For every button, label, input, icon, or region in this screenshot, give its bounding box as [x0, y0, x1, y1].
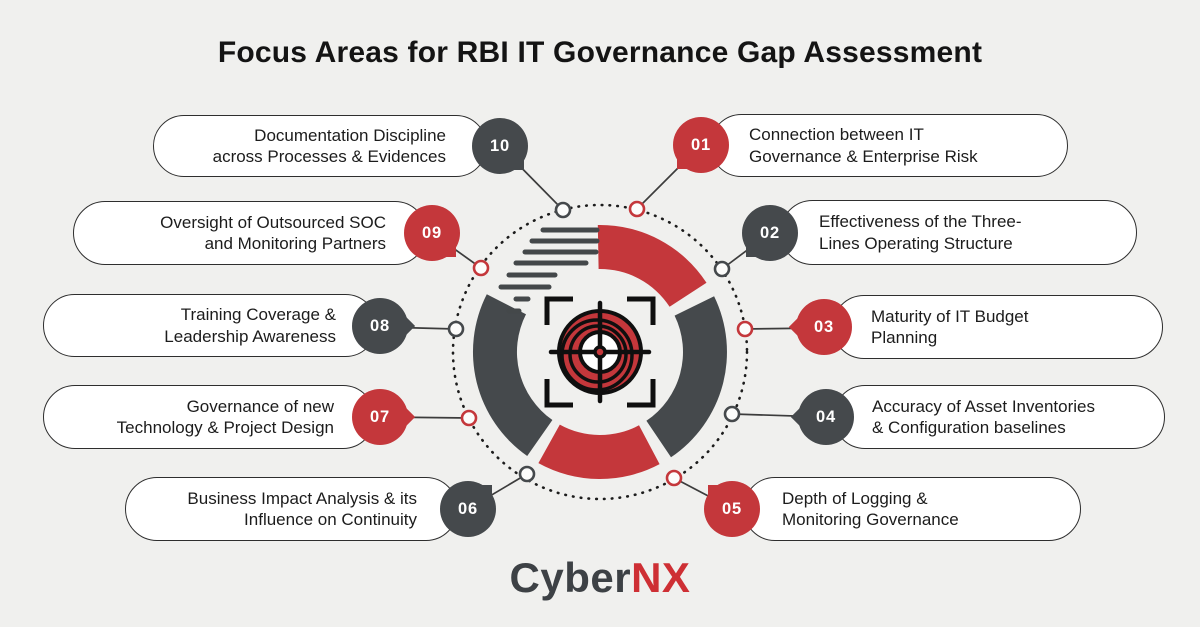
focus-item-number-badge: 03 — [796, 299, 852, 355]
focus-item-number-badge: 01 — [673, 117, 729, 173]
focus-item-text-line: & Configuration baselines — [872, 418, 1066, 437]
dotted-ring — [451, 203, 749, 501]
focus-item-number: 09 — [422, 223, 442, 242]
focus-item-number: 06 — [458, 499, 478, 518]
focus-item-text-line: Technology & Project Design — [116, 418, 334, 437]
viewfinder-bracket — [544, 296, 573, 325]
focus-item-pill: Oversight of Outsourced SOC and Monitori… — [73, 201, 427, 265]
focus-item-pill: Effectiveness of the Three- Lines Operat… — [780, 200, 1137, 265]
viewfinder-bracket — [544, 379, 573, 408]
focus-item-text-line: Documentation Discipline — [254, 125, 446, 145]
focus-item-pill: Maturity of IT Budget Planning — [832, 295, 1163, 359]
focus-item-pill: Accuracy of Asset Inventories & Configur… — [833, 385, 1165, 449]
viewfinder-brackets — [544, 296, 656, 408]
focus-item-text-line: Monitoring Governance — [782, 510, 959, 529]
focus-item-text-line: Training Coverage & — [180, 305, 336, 324]
focus-item-number: 04 — [816, 407, 836, 426]
focus-item-pill: Business Impact Analysis & its Influence… — [125, 477, 458, 541]
focus-item-number-badge: 05 — [704, 481, 760, 537]
donut-segment-right-dark — [646, 296, 727, 458]
focus-item-text-line: Business Impact Analysis & its — [187, 488, 417, 508]
focus-item-text-line: Accuracy of Asset Inventories — [872, 396, 1095, 416]
focus-item-pill: Training Coverage & Leadership Awareness — [43, 294, 377, 357]
focus-item-text-line: Governance & Enterprise Risk — [749, 146, 978, 166]
focus-item-number: 10 — [490, 136, 510, 155]
brand-logo-nx: NX — [631, 554, 691, 601]
focus-item-number: 01 — [691, 135, 711, 154]
focus-item-number: 07 — [370, 407, 390, 426]
ring-marker-04 — [723, 405, 741, 423]
ring-markers — [447, 200, 754, 487]
ring-marker-05 — [665, 469, 683, 487]
focus-item-text-line: Leadership Awareness — [164, 326, 336, 346]
target-ring-outer — [560, 318, 634, 392]
focus-item-number-badge: 09 — [404, 205, 460, 261]
focus-item-number-badge: 02 — [742, 205, 798, 261]
brand-logo-cyber: Cyber — [509, 554, 632, 601]
ring-marker-09 — [472, 259, 490, 277]
focus-item-pill: Governance of new Technology & Project D… — [43, 385, 375, 449]
viewfinder-bracket — [627, 296, 656, 325]
donut-segment-bottom-red — [538, 424, 660, 479]
focus-item-text-line: Effectiveness of the Three- — [819, 212, 1022, 231]
focus-item-number: 02 — [760, 223, 780, 242]
brand-logo: CyberNX — [0, 554, 1200, 602]
focus-item-number-badge: 04 — [798, 389, 854, 445]
focus-item-number: 05 — [722, 499, 742, 518]
ring-marker-07 — [460, 409, 478, 427]
ring-marker-01 — [628, 200, 646, 218]
focus-item-text-line: Connection between IT — [749, 125, 924, 144]
focus-item-pill: Depth of Logging & Monitoring Governance — [743, 477, 1081, 541]
donut-segment-left-dark — [472, 294, 553, 456]
ring-marker-10 — [554, 201, 572, 219]
focus-item-pill: Connection between IT Governance & Enter… — [710, 114, 1068, 177]
focus-item-text-line: Influence on Continuity — [244, 510, 417, 529]
ring-marker-06 — [518, 465, 536, 483]
donut-ring — [472, 224, 727, 479]
focus-item-text-line: Depth of Logging & — [782, 488, 928, 508]
focus-item-number: 03 — [814, 317, 834, 336]
ring-marker-03 — [736, 320, 754, 338]
target-center-dot — [593, 345, 607, 359]
focus-item-text-line: Lines Operating Structure — [819, 233, 1013, 253]
focus-item-number-badge: 08 — [352, 298, 408, 354]
viewfinder-bracket — [627, 379, 656, 408]
speed-lines — [498, 227, 600, 314]
ring-marker-08 — [447, 320, 465, 338]
focus-item-text-line: across Processes & Evidences — [212, 147, 446, 166]
focus-item-pill: Documentation Discipline across Processe… — [153, 115, 487, 177]
focus-item-text-line: Governance of new — [186, 396, 334, 416]
focus-item-text-line: Oversight of Outsourced SOC — [160, 212, 386, 232]
donut-segment-top-red — [597, 224, 707, 307]
focus-item-text-line: and Monitoring Partners — [204, 234, 386, 253]
focus-item-number-badge: 06 — [440, 481, 496, 537]
focus-item-number: 08 — [370, 316, 390, 335]
focus-item-text-line: Maturity of IT Budget — [871, 306, 1029, 326]
ring-marker-02 — [713, 260, 731, 278]
focus-item-number-badge: 10 — [472, 118, 528, 174]
focus-item-number-badge: 07 — [352, 389, 408, 445]
target-crosshair-icon — [544, 296, 656, 408]
page-title: Focus Areas for RBI IT Governance Gap As… — [217, 36, 983, 69]
focus-item-text-line: Planning — [871, 328, 938, 347]
